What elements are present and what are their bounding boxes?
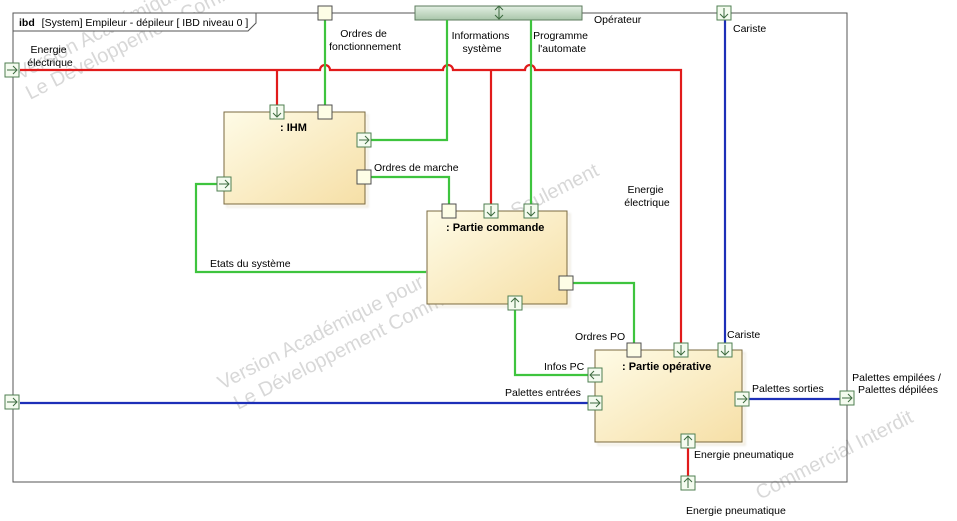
block-ihm-title: : IHM: [280, 122, 307, 134]
flow-labels: Energie électrique Ordres de fonctionnem…: [27, 23, 944, 517]
arrow-right-icon: [842, 393, 853, 403]
arrow-down-icon: [272, 107, 282, 118]
arrow-right-icon: [359, 135, 370, 145]
label-ordres-po: Ordres PO: [575, 331, 625, 343]
arrow-left-icon: [589, 370, 600, 380]
port-pc-ordres-marche[interactable]: [441, 203, 457, 219]
label-energie-electrique-left: Energie électrique: [27, 44, 73, 69]
arrow-up-icon: [510, 297, 520, 308]
label-palettes-sorties: Palettes sorties: [752, 383, 824, 395]
watermark-text-1: Version Académique pour P: [214, 263, 444, 395]
arrow-right-icon: [7, 397, 18, 407]
operateur-label: Opérateur: [594, 14, 642, 26]
label-programme-automate: Programme l'automate: [533, 30, 591, 55]
arrow-down-icon: [526, 206, 536, 217]
port-po-ordres[interactable]: [626, 342, 642, 358]
arrow-down-icon: [676, 345, 686, 356]
label-informations-systeme: Informations système: [452, 30, 513, 55]
arrow-down-icon: [486, 206, 496, 217]
arrow-down-icon: [719, 8, 729, 19]
block-ihm[interactable]: : IHM: [223, 111, 366, 205]
arrow-right-icon: [7, 65, 18, 75]
flow-infos-pc: [513, 305, 589, 377]
arrow-right-icon: [590, 398, 601, 408]
label-infos-pc: Infos PC: [544, 361, 585, 373]
block-partie-operative-title: : Partie opérative: [622, 361, 711, 373]
frame-name: [System] Empileur - dépileur [ IBD nivea…: [42, 17, 249, 29]
arrow-up-icon: [683, 435, 693, 446]
flow-ordres-po: [572, 281, 636, 343]
ports: [4, 5, 855, 491]
block-partie-operative[interactable]: : Partie opérative: [594, 349, 743, 443]
information-flows: [194, 20, 636, 377]
block-partie-commande[interactable]: : Partie commande: [426, 210, 568, 305]
block-partie-commande-title: : Partie commande: [446, 222, 544, 234]
label-cariste-mid: Cariste: [727, 329, 760, 341]
label-energie-pneumatique-inner: Energie pneumatique: [694, 449, 794, 461]
arrow-right-icon: [219, 179, 230, 189]
arrow-down-icon: [720, 345, 730, 356]
label-palettes-entrees: Palettes entrées: [505, 387, 581, 399]
frame-title: ibd [System] Empileur - dépileur [ IBD n…: [19, 17, 248, 29]
label-energie-pneumatique-outer: Energie pneumatique: [686, 505, 786, 517]
port-ihm-ordres-fonctionnement[interactable]: [317, 104, 333, 120]
label-etats-du-systeme: Etats du système: [210, 258, 291, 270]
label-cariste-top: Cariste: [733, 23, 766, 35]
port-pc-ordres-po[interactable]: [558, 275, 574, 291]
arrow-up-icon: [683, 477, 693, 488]
label-energie-electrique-mid: Energie électrique: [624, 184, 670, 209]
arrow-right-icon: [737, 394, 748, 404]
port-ordres-fonctionnement-in[interactable]: [317, 5, 333, 21]
matter-flows: [20, 20, 840, 405]
actor-bidirectional-arrow-icon: [494, 5, 504, 20]
flow-informations-systeme: [371, 20, 449, 142]
frame-title-tab: [12, 12, 257, 32]
label-ordres-fonctionnement: Ordres de fonctionnement: [329, 28, 401, 53]
flow-etats-systeme: [194, 182, 426, 274]
port-ihm-ordres-marche[interactable]: [356, 169, 372, 185]
label-ordres-de-marche: Ordres de marche: [374, 162, 459, 174]
flow-ordres-de-marche: [371, 175, 451, 205]
frame-keyword: ibd: [19, 17, 35, 29]
label-palettes-empilees: Palettes empilées / Palettes dépilées: [852, 372, 944, 396]
